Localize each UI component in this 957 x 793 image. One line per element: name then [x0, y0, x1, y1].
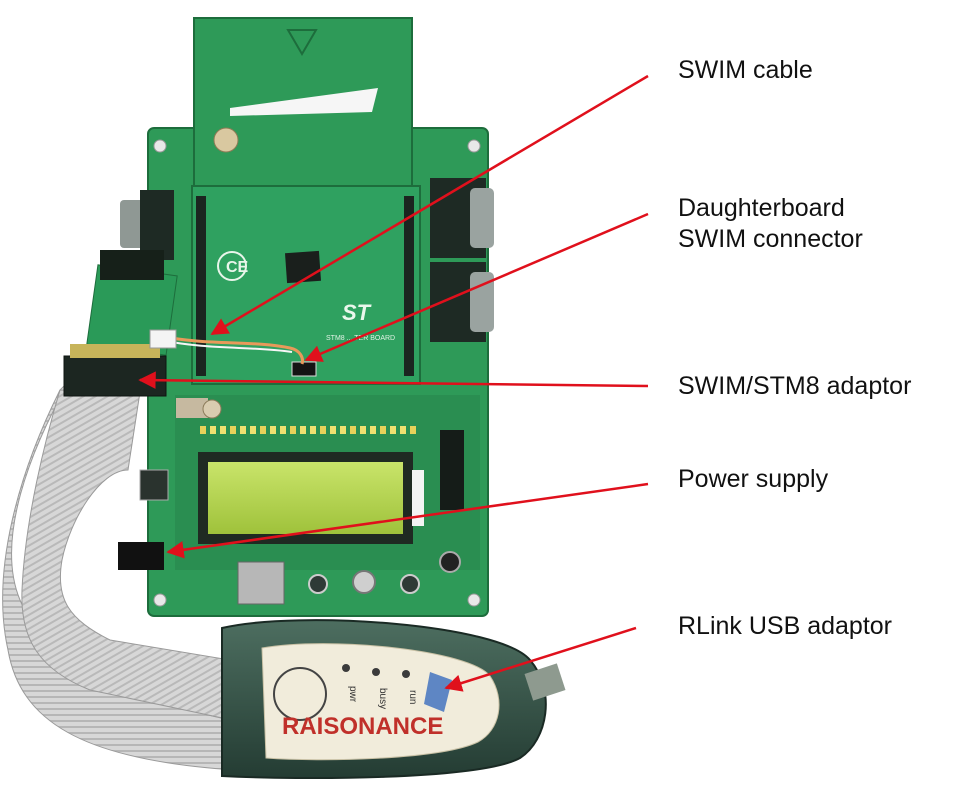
rlink-led-label-busy: busy [377, 688, 388, 709]
board-led [260, 426, 266, 434]
callout-daughterboard-line2: SWIM connector [678, 225, 863, 253]
callout-power-supply: Power supply [678, 464, 828, 495]
rlink-usb-adaptor: pwr busy run RAISONANCE [221, 619, 566, 780]
antenna-board [193, 17, 413, 187]
callout-swim-cable: SWIM cable [678, 55, 813, 86]
board-led [280, 426, 286, 434]
rlink-brand: RAISONANCE [282, 713, 443, 740]
board-led [210, 426, 216, 434]
callout-rlink-line1: RLink USB adaptor [678, 612, 893, 640]
arrows [138, 74, 649, 692]
swim-stm8-adaptor [63, 250, 178, 397]
board-led [220, 426, 226, 434]
board-led [380, 426, 386, 434]
callout-swim-stm8-adaptor: SWIM/STM8 adaptor [678, 371, 911, 402]
callout-power-supply-line1: Power supply [678, 465, 829, 493]
callout-rlink-usb-adaptor: RLink USB adaptor [678, 611, 892, 642]
board-led [200, 426, 206, 434]
callout-daughterboard-connector: Daughterboard SWIM connector [678, 193, 863, 255]
board-led [370, 426, 376, 434]
board-led [300, 426, 306, 434]
board-led [250, 426, 256, 434]
arrow-power-supply [166, 482, 649, 559]
arrow-swim-cable [210, 74, 649, 336]
rlink-led-label-run: run [407, 690, 418, 704]
board-led [360, 426, 366, 434]
arrow-daughterboard-connector [304, 212, 649, 362]
arrow-swim-stm8-adaptor [138, 371, 649, 389]
st-logo: ST [342, 300, 372, 325]
board-led [390, 426, 396, 434]
board-led [230, 426, 236, 434]
callout-daughterboard-line1: Daughterboard [678, 194, 845, 222]
daughter-board: CE ST STM8 ... TER BOARD [159, 185, 421, 385]
daughter-board-label: STM8 ... TER BOARD [326, 335, 395, 342]
board-led [290, 426, 296, 434]
board-led [400, 426, 406, 434]
board-led [330, 426, 336, 434]
board-led [410, 426, 416, 434]
board-led [350, 426, 356, 434]
ce-mark: CE [226, 259, 249, 276]
board-led [310, 426, 316, 434]
board-led [240, 426, 246, 434]
arrow-rlink-usb-adaptor [444, 626, 637, 692]
rlink-led-label-pwr: pwr [347, 686, 358, 703]
callout-swim-stm8-line1: SWIM/STM8 adaptor [678, 372, 912, 400]
board-led [340, 426, 346, 434]
callout-swim-cable-line1: SWIM cable [678, 56, 813, 84]
board-led [270, 426, 276, 434]
board-led [320, 426, 326, 434]
